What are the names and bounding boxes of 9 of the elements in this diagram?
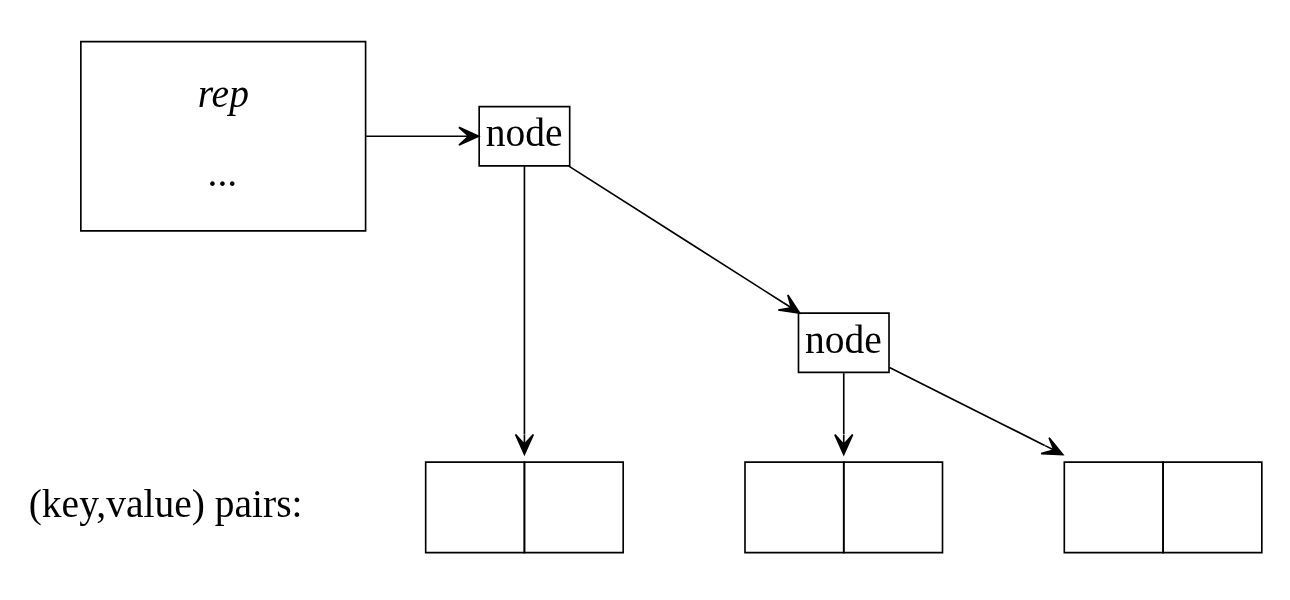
node-box: node <box>478 105 571 167</box>
arrow <box>514 165 535 456</box>
arrow <box>568 165 801 314</box>
arrow <box>365 126 480 146</box>
node-box: rep ... <box>80 40 367 232</box>
arrow <box>834 372 854 456</box>
node-box: node <box>797 312 890 374</box>
label: (key,value) pairs: <box>28 481 303 526</box>
arrow <box>888 366 1064 456</box>
